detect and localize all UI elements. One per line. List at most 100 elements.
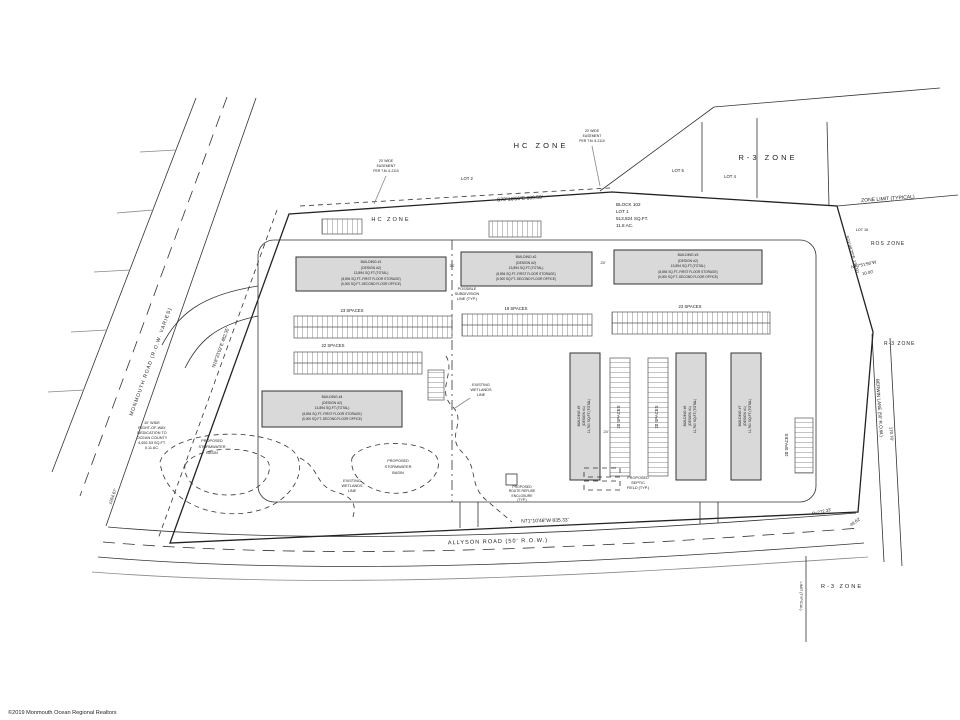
building-1-design: (DESIGN #2) — [361, 266, 381, 270]
building-5 — [569, 352, 601, 481]
building-4-total: 13,894 SQ.FT.(TOTAL) — [315, 406, 350, 410]
wetlands-1-label: EXISTING WETLANDS LINE — [470, 383, 492, 397]
building-4-second: (5,000 SQ.FT.-SECOND FLOOR OFFICE) — [302, 417, 362, 421]
stormwater-1-line1: PROPOSED — [201, 439, 223, 443]
allyson-entrances — [459, 502, 719, 528]
road-name-allyson: ALLYSON ROAD (50' R.O.W.) — [448, 538, 548, 547]
septic-field-2 — [583, 480, 621, 491]
easement-1-line2: EASEMENT — [377, 164, 396, 168]
easement-1-line3: PER T.M. 6-2110 — [373, 169, 399, 173]
building-3 — [613, 249, 763, 285]
easement-2-line3: PER T.M. 6-2110 — [579, 139, 605, 143]
parking-strip-6 — [647, 357, 669, 477]
dedication-label: 10' WIDE RIGHT-OF-WAY DEDICATION TO OCEA… — [137, 421, 168, 450]
building-3-name: BUILDING #3 — [678, 253, 699, 257]
refuse-line2: ROUTE REFUSE — [509, 489, 536, 493]
zone-line-continuation — [713, 87, 941, 108]
wetlands-1-line3: LINE — [477, 393, 486, 397]
subdivision-line1: POSSIBLE — [458, 287, 477, 291]
septic-field-1 — [583, 467, 621, 478]
building-7-design: (DESIGN #1) — [743, 406, 747, 426]
building-7-total: 11,760 SQ.FT.(TOTAL) — [748, 399, 752, 433]
wetlands-leader — [454, 397, 471, 409]
bearing-right-jog-1: N70°51'56"W — [851, 259, 878, 269]
bearing-right-jog-2: 10.00' — [862, 269, 875, 276]
building-2 — [460, 251, 593, 287]
lot-line-3 — [826, 121, 830, 207]
building-4-first: (8,894 SQ.FT.-FIRST FLOOR STORAGE) — [302, 412, 361, 416]
parking-count-4: 22 SPACES — [321, 343, 344, 348]
easement-1-line1: 20' WIDE — [379, 159, 394, 163]
aisle-dim-3: 24' — [604, 430, 609, 434]
easement-2-line1: 20' WIDE — [585, 129, 600, 133]
block-info: BLOCK 102 LOT 1 513,824 SQ.FT. 11.8 AC. — [616, 202, 648, 228]
building-5-label: BUILDING #5 (DESIGN #1) 11,760 SQ.FT.(TO… — [577, 399, 591, 433]
subdivision-line3: LINE (TYP.) — [457, 297, 478, 301]
septic-line3: FIELD (TYP.) — [627, 486, 650, 490]
neighbor-lot-ticks — [47, 149, 177, 393]
road-name-berwin: BERWIN LANE (50' R.O.W.) — [875, 379, 884, 438]
dedication-line2: RIGHT-OF-WAY — [138, 426, 166, 430]
parking-count-2: 19 SPACES — [504, 306, 527, 311]
building-5-name: BUILDING #5 — [577, 406, 581, 427]
building-6-design: (DESIGN #1) — [688, 406, 692, 426]
easement-2-label: 20' WIDE EASEMENT PER T.M. 6-2110 — [579, 129, 605, 143]
easement-leader-2 — [591, 145, 601, 187]
building-4-name: BUILDING #4 — [322, 395, 343, 399]
building-1 — [295, 256, 447, 292]
building-3-design: (DESIGN #2) — [678, 259, 698, 263]
stormwater-1-line2: STORMWATER — [199, 445, 226, 449]
parking-count-7: 20 SPACES — [784, 433, 789, 456]
refuse-label: PROPOSED ROUTE REFUSE ENCLOSURE (TYP.) — [509, 485, 536, 502]
building-4 — [261, 390, 403, 428]
septic-line2: SEPTIC — [631, 481, 645, 485]
parking-strip-5 — [609, 357, 631, 477]
building-2-name: BUILDING #2 — [516, 255, 537, 259]
refuse-line1: PROPOSED — [512, 485, 532, 489]
building-6-total: 11,760 SQ.FT.(TOTAL) — [693, 399, 697, 433]
subdivision-label: POSSIBLE SUBDIVISION LINE (TYP.) — [455, 287, 480, 301]
building-2-second: (5,000 SQ.FT.-SECOND FLOOR OFFICE) — [496, 277, 556, 281]
building-1-name: BUILDING #1 — [361, 260, 382, 264]
wetlands-1-line2: WETLANDS — [470, 388, 492, 392]
septic-label: PROPOSED SEPTIC FIELD (TYP.) — [627, 476, 650, 490]
bearing-bottom: N71°10'46"W 835.33' — [521, 517, 569, 524]
zone-r3-top-right: R-3 ZONE — [738, 153, 797, 162]
dedication-line4: OCEAN COUNTY — [137, 436, 168, 440]
stormwater-2-line1: PROPOSED — [387, 459, 409, 463]
building-6 — [675, 352, 707, 481]
bearing-curve-radius: R=272.33' — [812, 507, 832, 516]
zone-line-diagonal — [599, 106, 715, 192]
building-1-label: BUILDING #1 (DESIGN #2) 13,894 SQ.FT.(TO… — [341, 260, 401, 286]
bearing-left-curve: ±264.67' — [107, 488, 117, 505]
building-6-name: BUILDING #6 — [683, 406, 687, 427]
wetlands-line-1 — [445, 355, 513, 523]
site-boundary — [169, 191, 874, 544]
copyright-notice: ©2019 Monmouth Ocean Regional Realtors — [8, 709, 117, 716]
building-2-total: 13,894 SQ.FT.(TOTAL) — [509, 266, 544, 270]
easement-1-label: 20' WIDE EASEMENT PER T.M. 6-2110 — [373, 159, 399, 173]
stormwater-1-label: PROPOSED STORMWATER BASIN — [199, 439, 226, 455]
stormwater-basin-1-outer — [159, 433, 301, 515]
berwin-lane-east-edge — [889, 337, 903, 567]
building-2-label: BUILDING #2 (DESIGN #2) 13,894 SQ.FT.(TO… — [496, 255, 556, 281]
monmouth-road-centerline — [79, 96, 228, 497]
easement-2-line2: EASEMENT — [583, 134, 602, 138]
stormwater-2-line2: STORMWATER — [385, 465, 412, 469]
zone-limit-top-label: ZONE LIMIT (TYPICAL) — [861, 194, 915, 204]
aisle-dim-1: 24' — [450, 264, 455, 268]
apron-2 — [488, 220, 542, 238]
refuse-line4: (TYP.) — [517, 498, 526, 502]
parking-count-6: 20 SPACES — [654, 405, 659, 428]
monmouth-road-west-edge — [51, 97, 197, 473]
building-3-total: 13,894 SQ.FT.(TOTAL) — [671, 264, 706, 268]
road-name-monmouth: MONMOUTH ROAD (R.O.W. VARIES) — [129, 307, 174, 417]
parking-count-1: 23 SPACES — [340, 308, 363, 313]
wetlands-2-line1: EXISTING — [343, 479, 361, 483]
stormwater-2-label: PROPOSED STORMWATER BASIN — [385, 459, 412, 475]
bearing-top: S72°16'56"E 839.50' — [497, 195, 543, 204]
easement-leader-1 — [373, 175, 387, 205]
apron-1 — [321, 218, 363, 235]
stormwater-2-line3: BASIN — [392, 471, 404, 475]
